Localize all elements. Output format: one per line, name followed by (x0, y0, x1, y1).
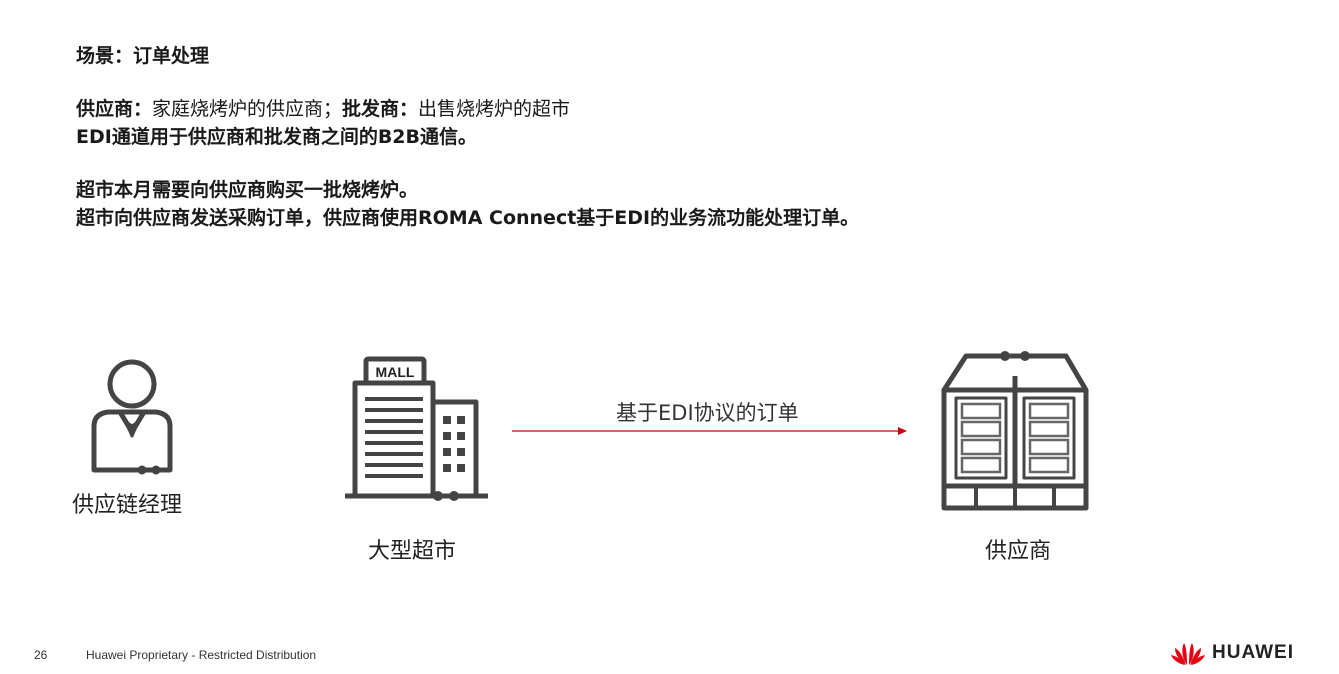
page-number: 26 (34, 648, 48, 662)
edi-line: EDI通道用于供应商和批发商之间的B2B通信。 (76, 126, 478, 148)
person-icon (91, 359, 173, 475)
footer-notice: Huawei Proprietary - Restricted Distribu… (86, 648, 317, 662)
mall-caption: 大型超市 (368, 539, 457, 564)
story-line-2: 超市向供应商发送采购订单，供应商使用ROMA Connect基于EDI的业务流功… (76, 207, 860, 229)
supplier-caption: 供应商 (985, 539, 1052, 564)
story-line-1: 超市本月需要向供应商购买一批烧烤炉。 (76, 179, 419, 201)
wholesaler-label: 批发商： (342, 98, 419, 120)
scene-title: 场景：订单处理 (76, 45, 210, 67)
mall-building-icon: MALL (345, 356, 488, 501)
mall-sign: MALL (376, 364, 415, 380)
huawei-brand: HUAWEI (1170, 640, 1294, 666)
wholesaler-desc: 出售烧烤炉的超市 (418, 98, 571, 120)
arrow-label: 基于EDI协议的订单 (616, 401, 799, 425)
supplier-desc: 家庭烧烤炉的供应商； (152, 98, 343, 120)
supplier-label: 供应商： (76, 98, 153, 120)
huawei-logo-icon (1171, 643, 1205, 665)
intro-block: 供应商：家庭烧烤炉的供应商；批发商：出售烧烤炉的超市 EDI通道用于供应商和批发… (76, 95, 570, 151)
brand-name: HUAWEI (1212, 642, 1294, 663)
intro-line-1: 供应商：家庭烧烤炉的供应商；批发商：出售烧烤炉的超市 (76, 95, 570, 123)
story-block: 超市本月需要向供应商购买一批烧烤炉。 超市向供应商发送采购订单，供应商使用ROM… (76, 176, 859, 232)
manager-caption: 供应链经理 (72, 493, 183, 518)
warehouse-icon (941, 351, 1089, 511)
order-arrow (512, 427, 907, 435)
